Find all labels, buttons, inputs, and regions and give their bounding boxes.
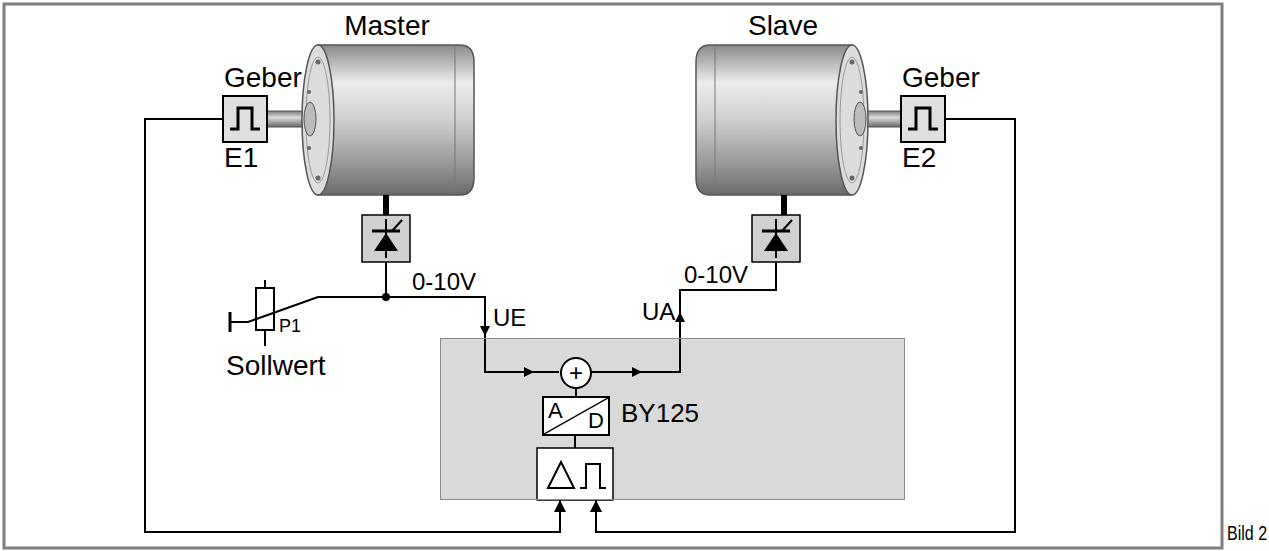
voltage-range: 0-10V — [412, 270, 476, 294]
encoder-box: GeberE1 — [222, 95, 268, 143]
setpoint-label: Sollwert — [226, 352, 326, 380]
pulse-symbol — [230, 108, 260, 129]
encoder-box: GeberE2 — [900, 95, 946, 143]
ad-converter: AD — [542, 396, 610, 436]
box-fill — [440, 338, 905, 500]
converter-diagonal — [544, 398, 608, 434]
signal-wire — [596, 119, 1015, 532]
controller-box: BY125+AD — [440, 338, 905, 500]
voltage-range: 0-10V — [684, 263, 748, 287]
part-name: P1 — [279, 317, 301, 335]
thyristor-symbol — [362, 215, 410, 262]
input-stage — [537, 448, 613, 500]
pulse-symbol — [224, 97, 266, 141]
node-text: E1 — [224, 143, 258, 174]
signal-wire — [575, 389, 577, 396]
summing-junction: + — [560, 357, 592, 389]
motor: Master — [300, 45, 474, 195]
node-text: Slave — [748, 11, 818, 42]
node-text: D — [588, 409, 604, 433]
slave-motor — [696, 45, 904, 215]
thyristor-symbol — [752, 215, 800, 262]
potentiometer-symbol — [230, 280, 318, 346]
node-text: E2 — [902, 143, 936, 174]
signal-name: UA — [642, 300, 675, 324]
pulse-symbol — [902, 97, 944, 141]
signal-wire — [318, 262, 776, 448]
node-text: + — [562, 359, 590, 387]
junction-dot — [382, 293, 390, 301]
node-text: BY125 — [621, 399, 699, 428]
motor: Slave — [696, 45, 870, 195]
node-text: A — [548, 399, 563, 423]
pulse-symbol — [908, 108, 938, 129]
node-text: Geber — [902, 63, 980, 94]
node-text: Geber — [224, 63, 302, 94]
node-text: Master — [344, 11, 430, 42]
frame — [4, 4, 1222, 548]
figure-number: Bild 2 — [1227, 523, 1267, 543]
signal-name: UE — [493, 306, 526, 330]
box-fill — [440, 338, 905, 500]
signal-wire — [145, 119, 560, 532]
